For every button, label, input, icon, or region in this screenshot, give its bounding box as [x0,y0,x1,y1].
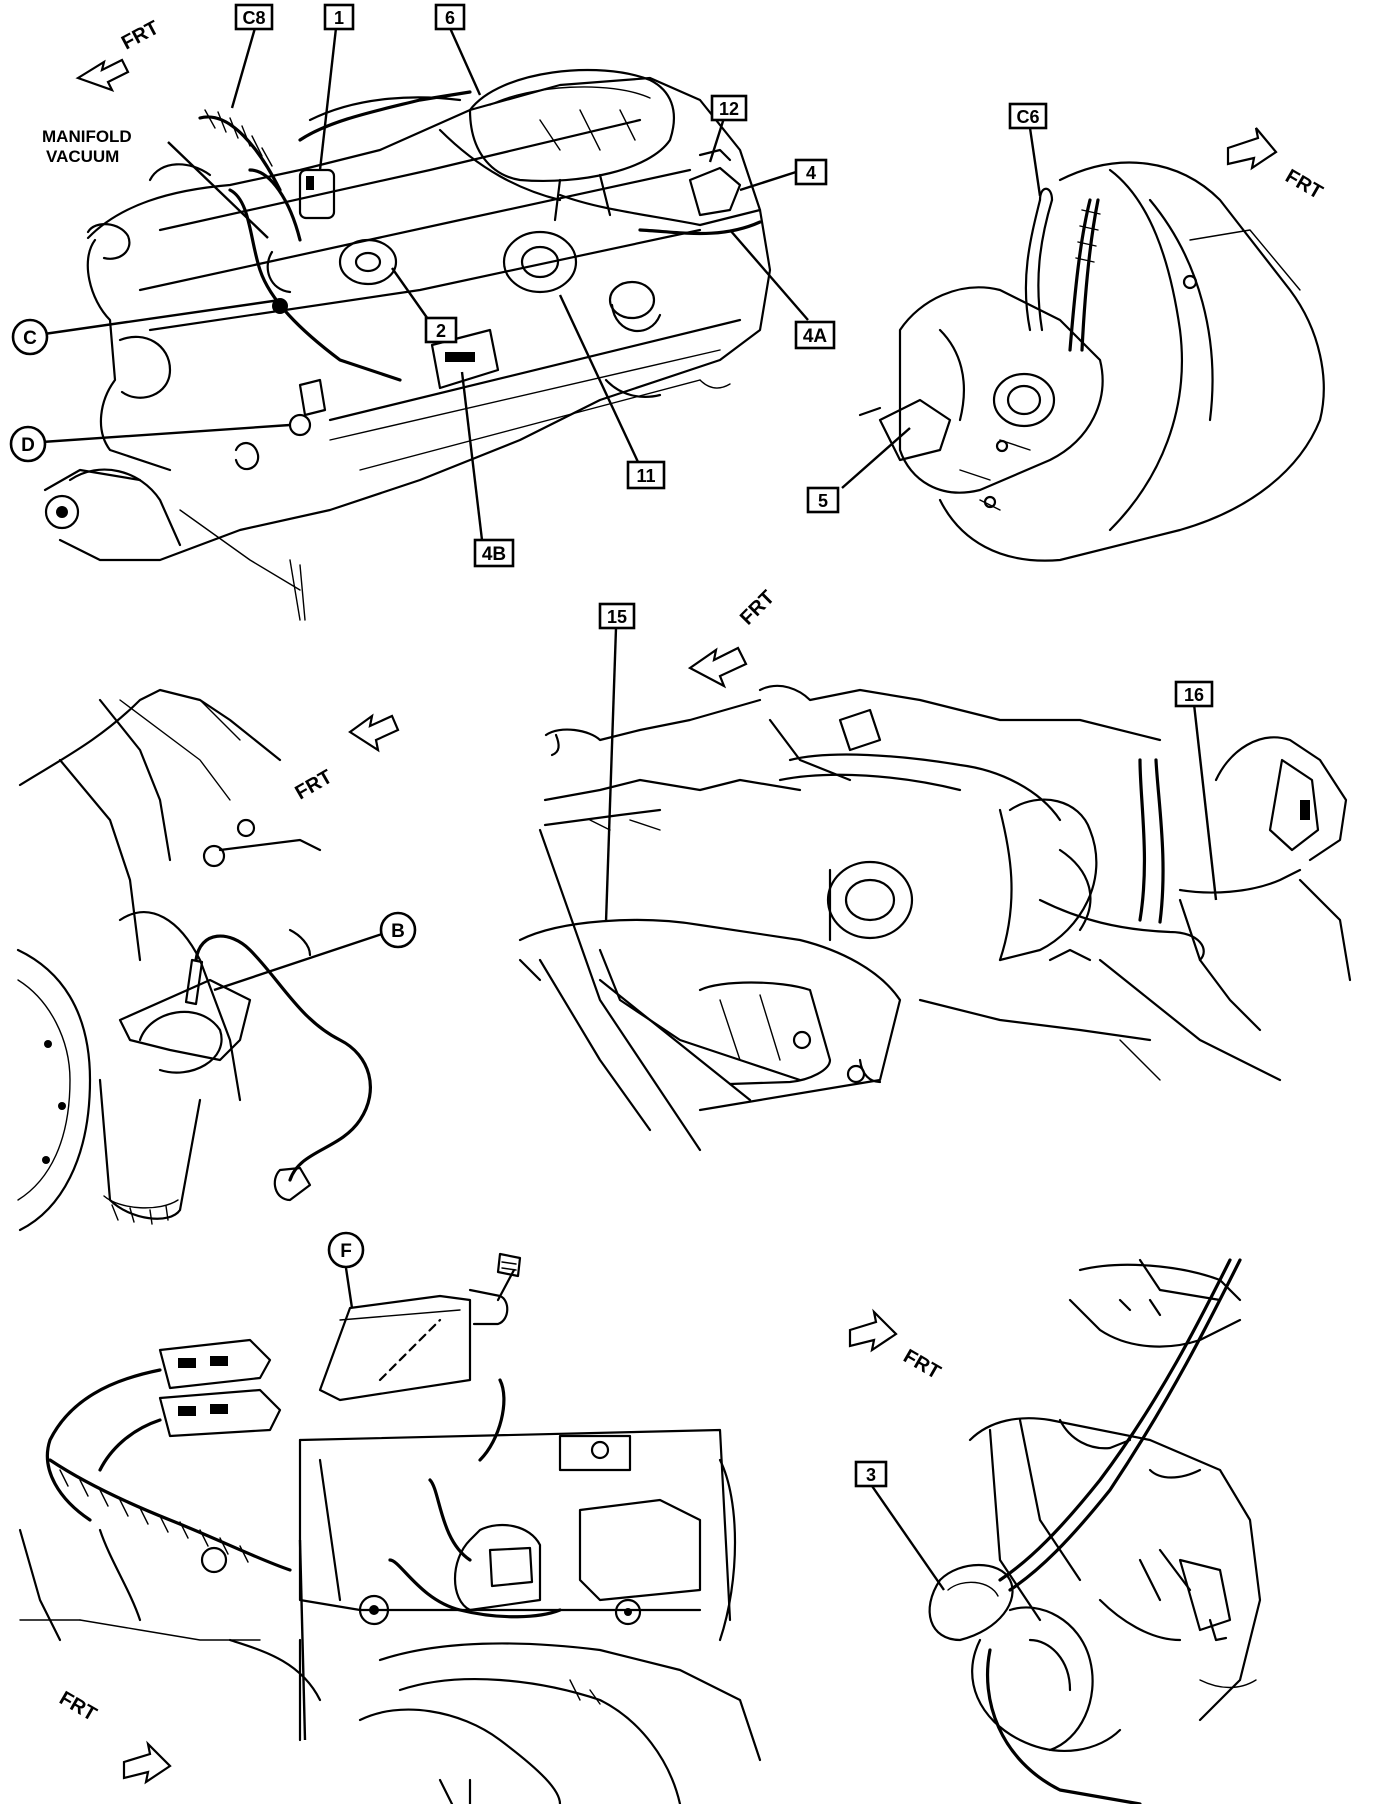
svg-text:D: D [21,435,35,456]
callout-11: 11 [626,460,666,490]
manifold-vacuum-label-line1: MANIFOLD [42,127,132,146]
callout-3: 3 [854,1460,888,1488]
engine-top-view-leaders [41,27,809,541]
callout-4: 4 [794,158,828,186]
intake-valve-view-leaders [871,1485,945,1591]
svg-text:C8: C8 [242,8,265,28]
oxygen-sensor-view: FRT [16,688,400,1232]
svg-text:2: 2 [436,321,446,341]
ecm-module-view: FRT [18,1252,762,1804]
callout-b: B [379,911,417,949]
svg-text:FRT: FRT [292,766,337,804]
canister-alternator-view-leaders [604,627,1218,923]
intake-valve-view: FRT [848,1258,1262,1804]
svg-text:FRT: FRT [1282,165,1327,203]
manifold-vacuum-label-line2: VACUUM [46,147,119,166]
callout-d: D [9,425,47,463]
svg-text:3: 3 [866,1465,876,1485]
svg-text:4B: 4B [482,544,506,565]
svg-text:15: 15 [607,607,627,627]
front-arrow-label: FRT [118,17,163,55]
svg-text:11: 11 [636,466,655,486]
transmission-view-leaders [841,127,1042,489]
svg-text:12: 12 [719,99,739,119]
svg-text:FRT: FRT [56,1687,101,1725]
svg-text:4: 4 [806,163,816,183]
callout-5: 5 [806,486,840,514]
ecm-module-view-leaders [298,1267,354,1741]
callout-2: 2 [424,316,458,344]
callout-f: F [327,1231,365,1269]
svg-text:C6: C6 [1016,107,1039,127]
svg-text:FRT: FRT [736,586,779,629]
front-arrow-icon: FRT [687,586,779,689]
callout-1: 1 [323,3,355,31]
engine-top-view: FRT MANIFOLD VACUUM [42,17,772,621]
callout-16: 16 [1174,680,1214,708]
callout-4b: 4B [473,538,515,568]
front-arrow-icon: FRT [1226,127,1327,204]
transmission-view: FRT [858,127,1327,562]
callout-15: 15 [598,602,636,630]
svg-text:5: 5 [818,491,828,511]
callout-6: 6 [434,3,466,31]
callout-c8: C8 [234,3,274,31]
svg-text:B: B [391,921,405,942]
oxygen-sensor-view-leaders [213,932,383,992]
front-arrow-icon: FRT [292,713,400,804]
callout-4a: 4A [794,320,836,350]
callout-12: 12 [710,94,748,122]
svg-text:FRT: FRT [900,1345,945,1383]
svg-text:4A: 4A [803,326,828,347]
callout-c: C [11,318,49,356]
svg-text:F: F [340,1241,352,1262]
svg-text:1: 1 [334,8,344,28]
canister-alternator-view: FRT [518,586,1352,1152]
svg-text:C: C [23,328,37,349]
svg-text:6: 6 [445,8,455,28]
callout-c6: C6 [1008,102,1048,130]
front-arrow-icon: FRT [75,17,163,92]
svg-text:16: 16 [1184,685,1204,705]
front-arrow-icon: FRT [56,1687,172,1785]
front-arrow-icon: FRT [848,1308,945,1384]
